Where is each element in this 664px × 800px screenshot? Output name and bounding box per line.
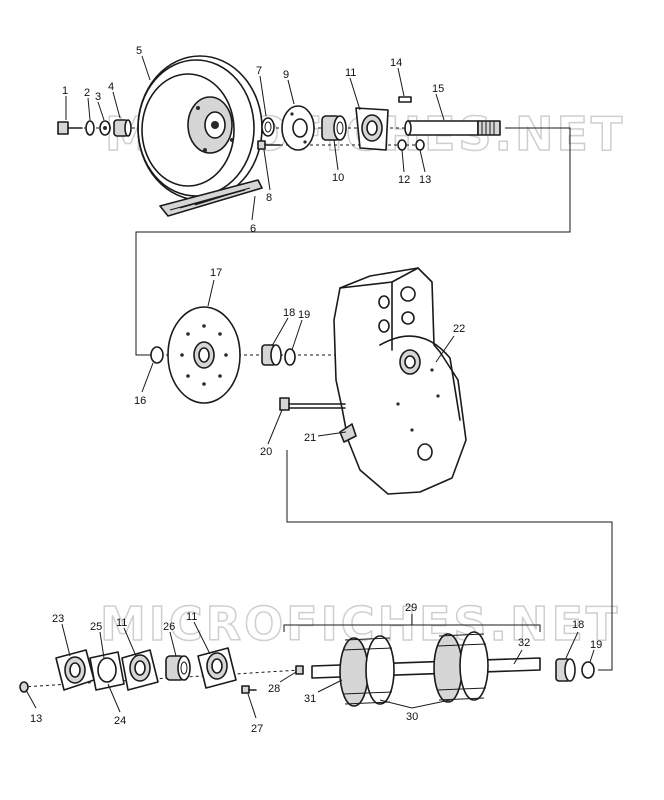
spacer-part-4 bbox=[113, 119, 132, 137]
bolt-part-20 bbox=[279, 397, 346, 411]
chaincase-housing-part-22 bbox=[333, 267, 467, 495]
callout-17: 17 bbox=[210, 267, 222, 279]
nut-part-13 bbox=[415, 139, 425, 151]
callout-14: 14 bbox=[390, 57, 402, 69]
callout-27: 27 bbox=[251, 723, 263, 735]
flange-plate-part-9 bbox=[281, 105, 315, 151]
washer-part-2 bbox=[85, 120, 95, 136]
callout-16: 16 bbox=[134, 395, 146, 407]
callout-25: 25 bbox=[90, 621, 102, 633]
callout-2: 2 bbox=[84, 87, 90, 99]
leader-lines bbox=[25, 55, 595, 719]
callout-19-bottom: 19 bbox=[590, 639, 602, 651]
callout-10: 10 bbox=[332, 172, 344, 184]
callout-7: 7 bbox=[256, 65, 262, 77]
ring-part-16 bbox=[150, 346, 164, 364]
callout-4: 4 bbox=[108, 81, 114, 93]
shaft-part-15 bbox=[404, 120, 501, 136]
callout-22: 22 bbox=[453, 323, 465, 335]
callout-1: 1 bbox=[62, 85, 68, 97]
fitting-part-28 bbox=[295, 665, 304, 675]
key-part-14 bbox=[398, 96, 412, 103]
callout-11-bottom-b: 11 bbox=[186, 611, 197, 623]
callout-6: 6 bbox=[250, 223, 256, 235]
bearing-part-18b bbox=[555, 658, 576, 682]
drive-belt-part-6 bbox=[159, 179, 263, 217]
callout-11-top: 11 bbox=[345, 67, 356, 79]
callout-11-bottom-a: 11 bbox=[116, 617, 127, 629]
flange-part-23 bbox=[55, 649, 95, 691]
bolt-part-27 bbox=[241, 685, 257, 694]
callout-19-mid: 19 bbox=[298, 309, 310, 321]
callout-24: 24 bbox=[114, 715, 126, 727]
callout-9: 9 bbox=[283, 69, 289, 81]
bearing-flange-part-11c bbox=[197, 647, 237, 689]
callout-18-mid: 18 bbox=[283, 307, 295, 319]
callout-12: 12 bbox=[398, 174, 410, 186]
bearing-flange-part-11 bbox=[355, 107, 389, 151]
nut-part-13b bbox=[19, 681, 29, 693]
bearing-flange-part-11b bbox=[121, 649, 159, 691]
callout-29: 29 bbox=[405, 602, 417, 614]
drive-pulley-part-5 bbox=[137, 55, 263, 201]
callout-3: 3 bbox=[95, 91, 101, 103]
callout-13-top: 13 bbox=[419, 174, 431, 186]
bracket-part-21 bbox=[339, 423, 357, 443]
callout-31: 31 bbox=[304, 693, 316, 705]
chaincase-group bbox=[148, 267, 467, 495]
callout-labels: 1 2 3 4 5 6 7 8 9 10 11 12 13 14 15 16 1… bbox=[30, 45, 602, 735]
bolt-part-1 bbox=[57, 121, 83, 135]
callout-21: 21 bbox=[304, 432, 316, 444]
drive-axle-part-32 bbox=[311, 631, 541, 707]
screw-part-8 bbox=[257, 140, 281, 150]
callout-18-bottom: 18 bbox=[572, 619, 584, 631]
drive-axle-group bbox=[19, 614, 595, 707]
callout-20: 20 bbox=[260, 446, 272, 458]
bearing-hub-part-10 bbox=[321, 115, 347, 141]
callout-15: 15 bbox=[432, 83, 444, 95]
sprocket-part-30a bbox=[339, 635, 395, 707]
callout-32: 32 bbox=[518, 637, 530, 649]
bearing-part-7 bbox=[261, 117, 275, 137]
drive-pulley-group bbox=[57, 55, 501, 217]
seal-part-19b bbox=[581, 661, 595, 679]
seal-part-19a bbox=[284, 348, 296, 366]
callout-28: 28 bbox=[268, 683, 280, 695]
bearing-part-18a bbox=[261, 344, 282, 366]
nut-part-12 bbox=[397, 139, 407, 151]
callout-26: 26 bbox=[163, 621, 175, 633]
callout-13-bottom: 13 bbox=[30, 713, 42, 725]
sprocket-part-30b bbox=[433, 631, 489, 703]
callout-23: 23 bbox=[52, 613, 64, 625]
disc-part-17 bbox=[167, 306, 241, 404]
callout-5: 5 bbox=[136, 45, 142, 57]
bearing-part-26 bbox=[165, 655, 191, 681]
callout-8: 8 bbox=[266, 192, 272, 204]
callout-30: 30 bbox=[406, 711, 418, 723]
gasket-part-24 bbox=[89, 651, 125, 691]
